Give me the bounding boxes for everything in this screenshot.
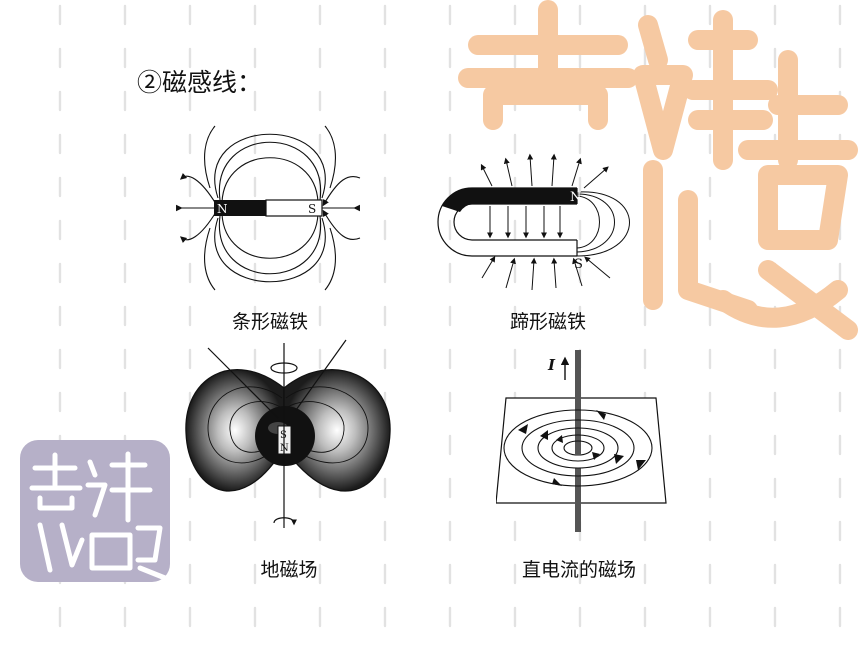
horseshoe-north-label: N <box>570 190 581 205</box>
horseshoe-south-label: S <box>574 257 583 272</box>
page-title: ②磁感线： <box>137 68 263 97</box>
seal-stamp-icon <box>20 440 170 582</box>
earth-field-diagram: S N <box>185 339 391 528</box>
horseshoe-magnet-caption: 蹄形磁铁 <box>509 311 586 333</box>
bar-magnet-diagram: N S <box>176 125 361 291</box>
current-field-caption: 直电流的磁场 <box>521 559 636 581</box>
horseshoe-magnet-diagram: N S <box>437 153 630 291</box>
seal-stamp-icon <box>458 0 858 340</box>
bar-north-label: N <box>217 202 228 216</box>
bar-south-label: S <box>308 202 316 216</box>
current-field-diagram: I <box>496 350 667 532</box>
earth-field-caption: 地磁场 <box>260 559 318 581</box>
current-label: I <box>547 356 556 374</box>
bar-magnet-caption: 条形磁铁 <box>231 311 308 333</box>
